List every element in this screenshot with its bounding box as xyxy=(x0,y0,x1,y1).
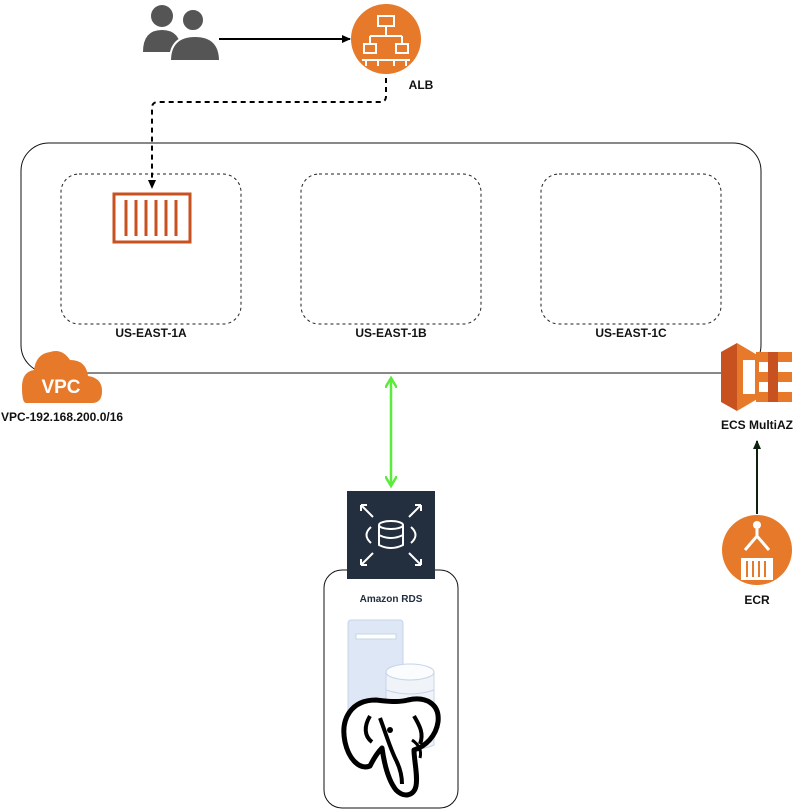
zone-a-label: US-EAST-1A xyxy=(115,326,187,340)
postgresql-elephant-icon xyxy=(341,696,441,798)
alb-to-container-arrow xyxy=(148,78,387,189)
ecs-icon xyxy=(721,343,792,411)
zone-b-label: US-EAST-1B xyxy=(355,326,427,340)
zone-b-box xyxy=(300,173,482,325)
vpc-cloud-icon: VPC xyxy=(22,351,102,403)
svg-text:VPC: VPC xyxy=(41,377,80,398)
alb-icon xyxy=(351,4,421,74)
ecr-label: ECR xyxy=(744,593,770,607)
rds-label: Amazon RDS xyxy=(359,594,423,605)
alb-label: ALB xyxy=(408,78,434,92)
users-icon xyxy=(143,5,222,62)
zone-a-box xyxy=(60,173,242,325)
rds-icon xyxy=(347,491,435,579)
zone-c-label: US-EAST-1C xyxy=(595,326,667,340)
vpc-label: VPC-192.168.200.0/16 xyxy=(0,410,124,424)
ecr-icon xyxy=(722,515,792,585)
ecs-label: ECS MultiAZ xyxy=(721,418,793,432)
vpc-container xyxy=(20,142,762,374)
container-icon xyxy=(112,192,192,244)
zone-c-box xyxy=(540,173,722,325)
